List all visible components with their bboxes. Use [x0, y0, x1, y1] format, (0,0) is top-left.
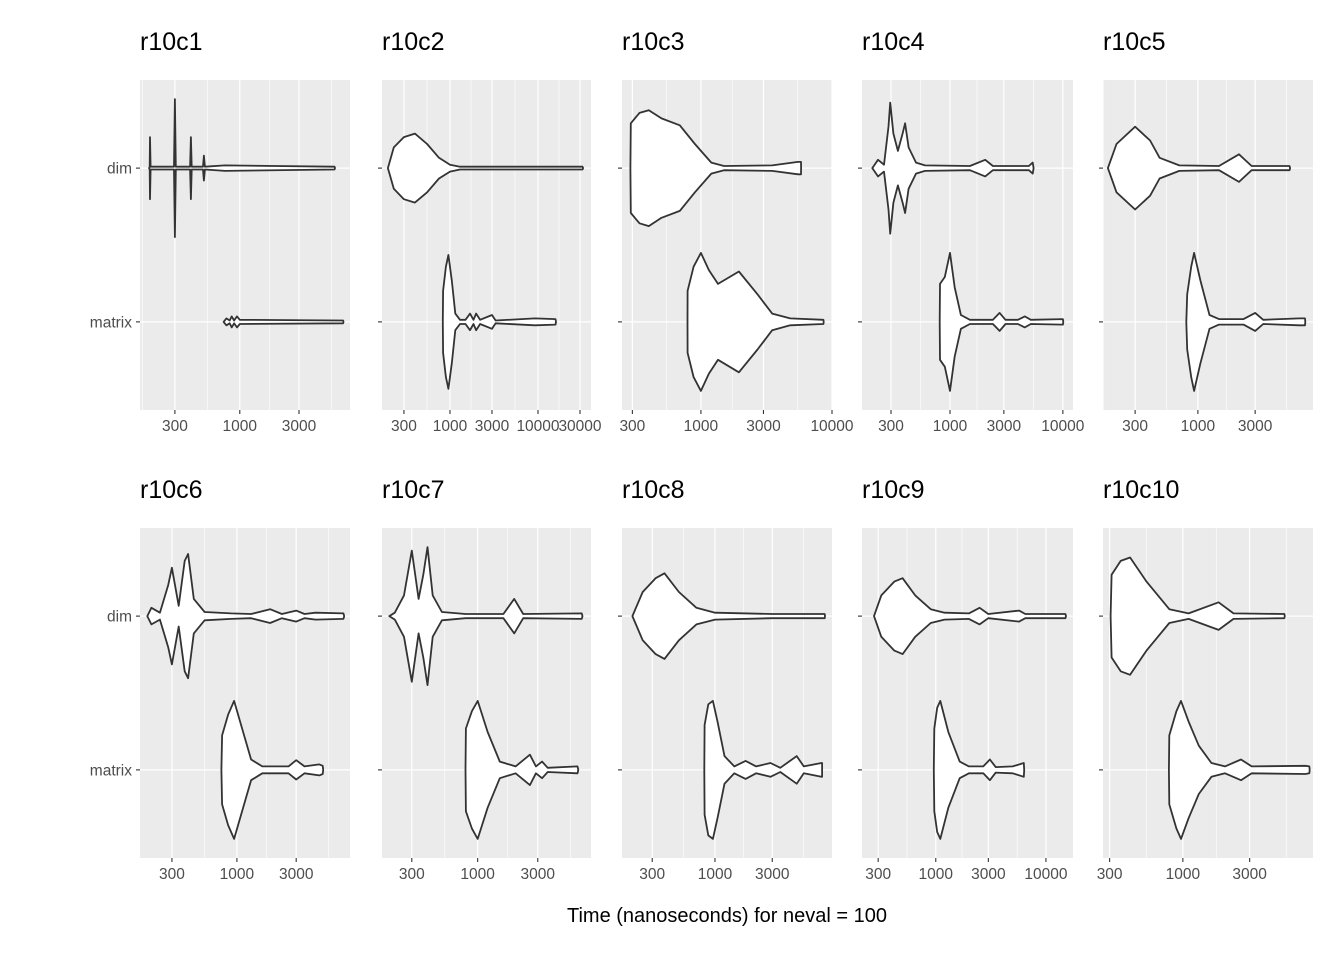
- violin-matrix: [441, 254, 557, 390]
- x-tick-label: 30000: [558, 418, 601, 435]
- facet-title: r10c5: [1103, 28, 1166, 56]
- x-tick-label: 3000: [746, 418, 781, 435]
- x-tick-label: 10000: [1041, 418, 1084, 435]
- violin-matrix: [703, 700, 823, 840]
- y-tick-label: matrix: [90, 762, 132, 779]
- facet-title: r10c10: [1103, 476, 1179, 504]
- panel-background: [862, 80, 1073, 410]
- violin-matrix: [1168, 700, 1311, 840]
- x-tick-label: 1000: [1166, 866, 1201, 883]
- x-tick-label: 300: [399, 866, 425, 883]
- x-tick-label: 300: [162, 418, 188, 435]
- x-tick-label: 1000: [684, 418, 719, 435]
- facet-title: r10c3: [622, 28, 685, 56]
- panel-background: [622, 528, 832, 858]
- x-tick-label: 300: [1097, 866, 1123, 883]
- panel-background: [862, 528, 1073, 858]
- x-tick-label: 300: [1122, 418, 1148, 435]
- x-tick-label: 1000: [223, 418, 258, 435]
- violin-dim: [629, 109, 802, 227]
- violin-dim: [388, 546, 584, 686]
- x-tick-label: 3000: [971, 866, 1006, 883]
- violin-matrix: [464, 700, 580, 840]
- facet-title: r10c4: [862, 28, 925, 56]
- violin-matrix: [686, 252, 825, 392]
- x-tick-label: 3000: [1232, 866, 1267, 883]
- x-tick-label: 3000: [521, 866, 556, 883]
- violin-dim: [387, 132, 584, 204]
- x-tick-label: 10000: [810, 418, 853, 435]
- y-tick-label: matrix: [90, 314, 132, 331]
- facet-title: r10c7: [382, 476, 445, 504]
- x-tick-label: 3000: [987, 418, 1022, 435]
- facet-title: r10c9: [862, 476, 925, 504]
- x-tick-label: 10000: [516, 418, 559, 435]
- x-tick-label: 300: [391, 418, 417, 435]
- facet-title: r10c1: [140, 28, 203, 56]
- violin-matrix: [220, 700, 325, 840]
- violin-dim: [148, 98, 336, 238]
- x-tick-label: 1000: [919, 866, 954, 883]
- x-axis-title: Time (nanoseconds) for neval = 100: [567, 905, 887, 927]
- violin-dim: [1109, 556, 1286, 676]
- violin-dim: [871, 101, 1035, 235]
- violin-matrix: [1185, 252, 1307, 392]
- violin-dim: [146, 553, 346, 680]
- x-tick-label: 1000: [220, 866, 255, 883]
- x-tick-label: 10000: [1024, 866, 1067, 883]
- panel-background: [140, 80, 350, 410]
- x-tick-label: 3000: [755, 866, 790, 883]
- x-tick-label: 300: [865, 866, 891, 883]
- x-tick-label: 1000: [933, 418, 968, 435]
- violin-dim: [631, 572, 826, 660]
- x-tick-label: 300: [878, 418, 904, 435]
- facet-title: r10c6: [140, 476, 203, 504]
- violin-matrix: [932, 700, 1026, 840]
- x-tick-label: 3000: [279, 866, 314, 883]
- x-tick-label: 300: [639, 866, 665, 883]
- violin-matrix: [938, 252, 1065, 392]
- y-tick-label: dim: [107, 609, 132, 626]
- violin-dim: [873, 577, 1067, 655]
- x-tick-label: 1000: [698, 866, 733, 883]
- y-tick-label: dim: [107, 161, 132, 178]
- x-tick-label: 3000: [282, 418, 317, 435]
- violin-dim: [1107, 125, 1291, 211]
- x-tick-label: 3000: [475, 418, 510, 435]
- x-tick-label: 1000: [433, 418, 468, 435]
- x-tick-label: 1000: [460, 866, 495, 883]
- facet-title: r10c8: [622, 476, 685, 504]
- x-tick-label: 3000: [1238, 418, 1273, 435]
- x-tick-label: 300: [159, 866, 185, 883]
- x-tick-label: 300: [619, 418, 645, 435]
- violin-matrix: [222, 315, 345, 329]
- facet-title: r10c2: [382, 28, 445, 56]
- x-tick-label: 1000: [1181, 418, 1216, 435]
- panel-background: [382, 80, 591, 410]
